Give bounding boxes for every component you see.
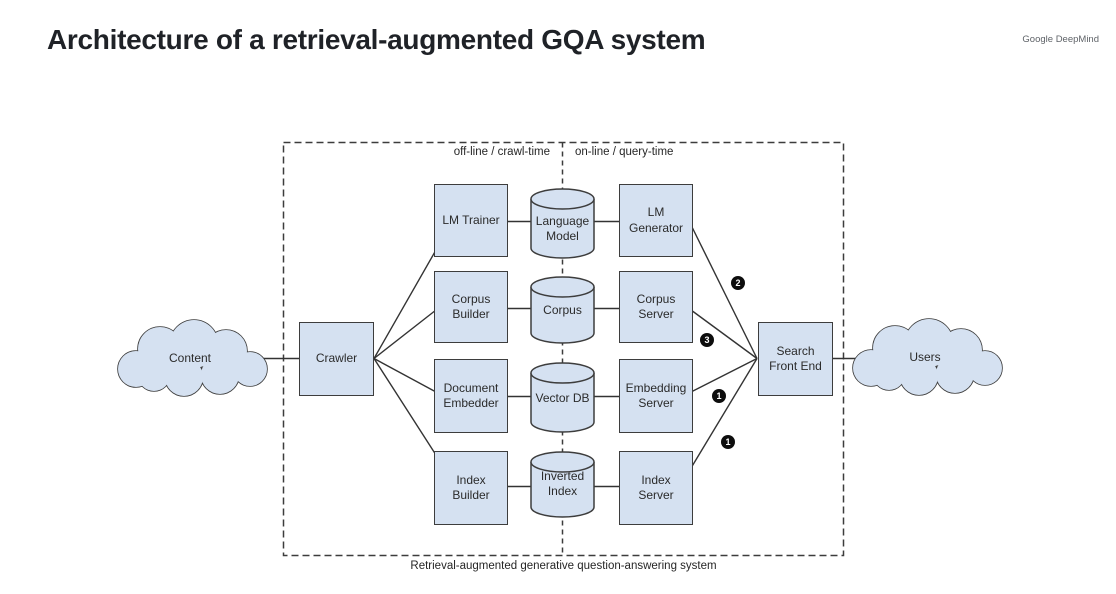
- cylinder-language-model: [530, 188, 595, 259]
- edge-lmgenerator-searchfrontend: [690, 224, 758, 359]
- node-embedding-server: Embedding Server: [619, 359, 693, 433]
- edge-crawler-lmtrainer: [373, 249, 437, 359]
- brand-logo-text: Google DeepMind: [1022, 34, 1099, 45]
- store-language-model-label: Language Model: [535, 213, 590, 243]
- step-badge-1b: 1: [721, 435, 735, 449]
- edge-crawler-corpusbuilder: [373, 309, 437, 360]
- node-index-builder: Index Builder: [434, 451, 508, 525]
- edge-corpusserver-searchfrontend: [690, 309, 758, 360]
- store-corpus-label: Corpus: [543, 303, 582, 318]
- store-inverted-index-label: Inverted Index: [540, 468, 585, 498]
- cylinder-inverted-index: [530, 451, 595, 518]
- node-index-server: Index Server: [619, 451, 693, 525]
- system-caption: Retrieval-augmented generative question-…: [410, 560, 717, 572]
- node-lm-trainer: LM Trainer: [434, 184, 508, 257]
- step-badge-1a: 1: [712, 389, 726, 403]
- step-badge-2: 2: [731, 276, 745, 290]
- online-zone-label: on-line / query-time: [575, 146, 674, 158]
- node-corpus-server: Corpus Server: [619, 271, 693, 343]
- offline-zone-label: off-line / crawl-time: [453, 146, 550, 158]
- edge-indexserver-searchfrontend: [690, 358, 758, 469]
- users-cloud-label: Users: [909, 350, 941, 364]
- edge-crawler-documentembedder: [373, 357, 437, 393]
- store-vector-db-label: Vector DB: [535, 391, 590, 406]
- node-document-embedder: Document Embedder: [434, 359, 508, 433]
- page-title: Architecture of a retrieval-augmented GQ…: [47, 24, 706, 55]
- datastore-cylinders: [530, 188, 595, 518]
- content-cloud-label: Content: [168, 351, 212, 365]
- system-boundary: [282, 141, 845, 557]
- node-crawler: Crawler: [299, 322, 374, 396]
- step-badge-3: 3: [700, 333, 714, 347]
- cylinder-corpus: [530, 276, 595, 344]
- edge-embeddingserver-searchfrontend: [690, 357, 758, 393]
- node-lm-generator: LM Generator: [619, 184, 693, 257]
- connector-lines: [254, 220, 870, 488]
- node-search-front-end: Search Front End: [758, 322, 833, 396]
- node-corpus-builder: Corpus Builder: [434, 271, 508, 343]
- cylinder-vector-db: [530, 362, 595, 433]
- edge-crawler-indexbuilder: [373, 358, 437, 456]
